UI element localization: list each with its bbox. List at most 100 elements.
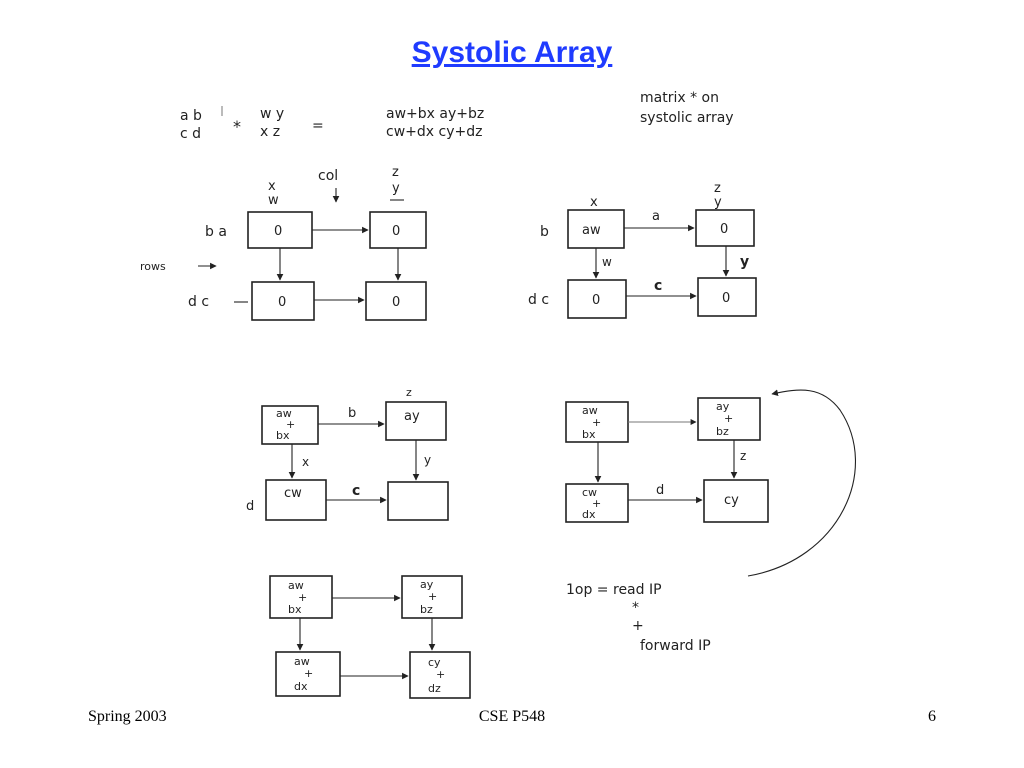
cell-1-2 [401, 575, 463, 619]
step-4-grid: aw + bx ay + bz cw + dx cy z d [565, 397, 769, 523]
loop-note-line-3: + [632, 618, 644, 634]
cell-1-1 [567, 209, 625, 249]
cell-line: bz [420, 603, 433, 616]
edge-label-c: c [352, 483, 360, 499]
cell-line: + [428, 590, 437, 603]
step-2-grid: x z y b d c aw 0 0 0 a w c y [528, 181, 757, 319]
edge-label-b: b [348, 406, 356, 421]
footer-course: CSE P548 [478, 708, 546, 725]
row-input-b: b [540, 224, 549, 240]
cell-line: + [592, 416, 601, 429]
cell-value: 0 [392, 224, 400, 239]
loop-note: 1op = read IP * + forward IP [566, 389, 856, 654]
matrix-b-row-1: w y [260, 106, 284, 122]
cell-1-2 [369, 211, 427, 249]
cell-2-1 [565, 483, 629, 523]
matrix-a-row-2: c d [180, 126, 201, 142]
loop-note-line-2: * [632, 600, 639, 616]
cell-2-1 [251, 281, 315, 321]
cell-2-2 [697, 277, 757, 317]
cell-value: 0 [720, 222, 728, 237]
note-line-2: systolic array [640, 110, 734, 126]
cell-2-1 [265, 479, 327, 521]
cell-line: bx [288, 603, 302, 616]
edge-label-d: d [656, 483, 664, 498]
step-1-grid: col x w z y b a d c rows 0 0 0 0 [140, 165, 427, 321]
result-row-1: aw+bx ay+bz [386, 106, 484, 122]
row-input-1: b a [205, 224, 227, 240]
row-input-2: d c [188, 294, 209, 310]
cell-line: bx [582, 428, 596, 441]
cell-line: cw [284, 486, 302, 501]
cell-line: + [304, 667, 313, 680]
top-input-z: z [392, 165, 399, 180]
cell-line: ay [404, 409, 420, 424]
edge-label-a: a [652, 209, 660, 224]
cell-1-2 [695, 209, 755, 247]
cell-value: 0 [274, 224, 282, 239]
cell-value: aw [582, 223, 601, 238]
cell-line: aw [582, 404, 598, 417]
matrix-a-row-1: a b [180, 108, 202, 124]
note-line-1: matrix * on [640, 90, 719, 106]
result-row-2: cw+dx cy+dz [386, 124, 482, 140]
cell-1-1 [269, 575, 333, 619]
top-input-x: x [268, 179, 276, 194]
cell-line: aw [294, 655, 310, 668]
cell-2-1 [275, 651, 341, 697]
cell-value: 0 [392, 295, 400, 310]
cell-line: bz [716, 425, 729, 438]
top-input-w: w [268, 193, 279, 208]
cell-2-2 [387, 481, 449, 521]
cell-line: cy [724, 493, 739, 508]
cell-line: ay [420, 578, 434, 591]
multiply-operator: * [233, 117, 241, 136]
step-3-grid: z d aw + bx ay cw b x c y [246, 386, 449, 521]
col-label: col [318, 168, 338, 184]
equals-operator: = [312, 118, 324, 134]
cell-line: ay [716, 400, 730, 413]
top-input-y: y [392, 181, 400, 196]
cell-2-2 [703, 479, 769, 523]
cell-2-1 [567, 279, 627, 319]
edge-label-y: y [740, 254, 749, 270]
top-input-z: z [714, 181, 721, 196]
cell-1-1 [565, 401, 629, 443]
cell-2-2 [409, 651, 471, 699]
cell-line: dx [582, 508, 596, 521]
cell-line: + [286, 418, 295, 431]
cell-2-2 [365, 281, 427, 321]
cell-line: dx [294, 680, 308, 693]
cell-value: 0 [278, 295, 286, 310]
row-input-dc: d c [528, 292, 549, 308]
cell-1-2 [385, 401, 447, 441]
cell-line: aw [288, 579, 304, 592]
loop-note-line-1: 1op = read IP [566, 582, 662, 598]
row-input-d: d [246, 499, 254, 514]
rows-label: rows [140, 260, 166, 273]
cell-line: + [298, 591, 307, 604]
top-input-z: z [406, 386, 412, 399]
footer-date: Spring 2003 [88, 708, 167, 725]
cell-1-1 [261, 405, 319, 445]
step-5-grid: aw + bx ay + bz aw + dx cy + dz [269, 575, 471, 699]
matrix-b-row-2: x z [260, 124, 280, 140]
loop-arrow [747, 389, 856, 577]
cell-line: + [592, 497, 601, 510]
cell-value: 0 [722, 291, 730, 306]
edge-label-y: y [424, 453, 431, 467]
cell-line: cw [582, 486, 597, 499]
edge-label-w: w [602, 255, 612, 269]
slide-title: Systolic Array [411, 36, 613, 69]
top-input-y: y [714, 195, 722, 210]
edge-label-z: z [740, 449, 746, 463]
edge-label-x: x [302, 455, 309, 469]
top-input-x: x [590, 195, 598, 210]
cell-line: cy [428, 656, 441, 669]
loop-note-line-4: forward IP [640, 638, 711, 654]
cell-1-2 [697, 397, 761, 441]
edge-label-c: c [654, 278, 662, 294]
cell-line: bx [276, 429, 290, 442]
